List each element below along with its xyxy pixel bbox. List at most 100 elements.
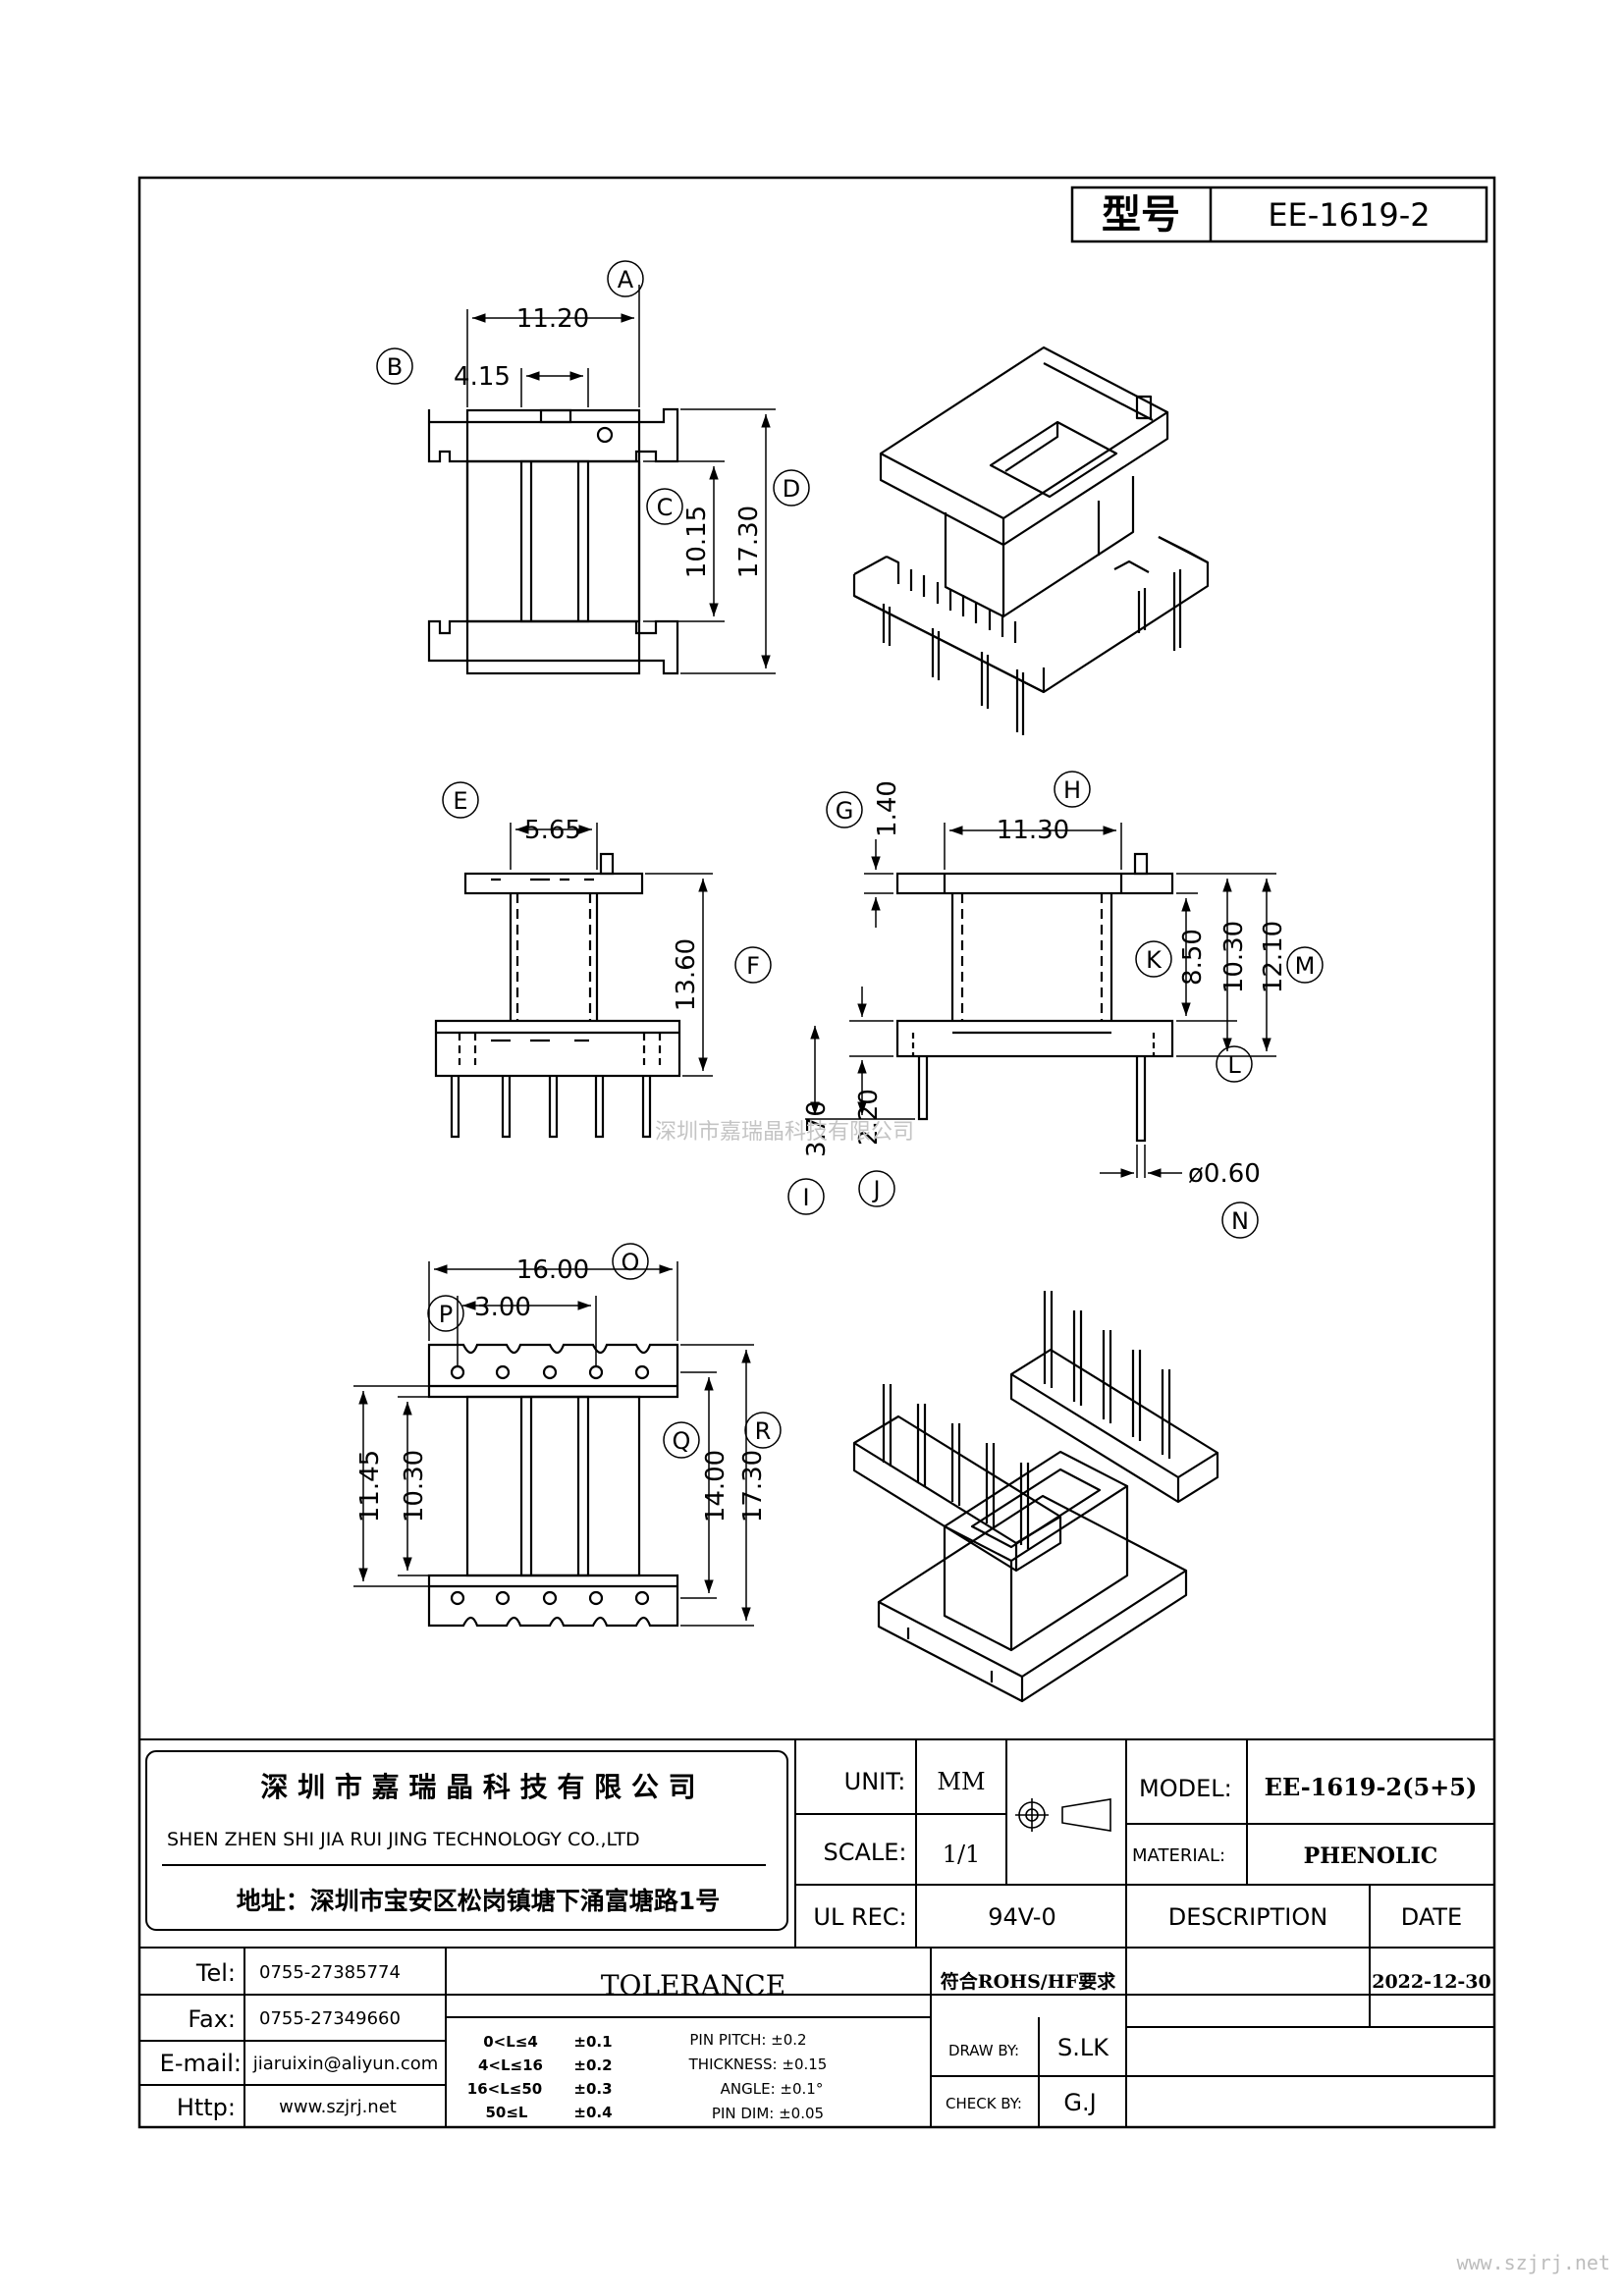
callout-R: R <box>755 1417 772 1445</box>
tel-label: Tel: <box>195 1959 236 1987</box>
header-model-label: 型号 <box>1102 192 1180 238</box>
dim-q-value: 14.00 <box>701 1450 730 1522</box>
thickness: THICKNESS: ±0.15 <box>688 2056 828 2073</box>
dim-f-value: 13.60 <box>672 938 701 1011</box>
material-label: MATERIAL: <box>1132 1845 1225 1866</box>
callout-C: C <box>657 494 674 521</box>
dim-i-value: 3.70 <box>802 1100 832 1157</box>
unit-label: UNIT: <box>844 1768 906 1795</box>
unit-value: MM <box>937 1768 985 1795</box>
callout-G: G <box>836 797 854 825</box>
scale-value: 1/1 <box>943 1841 981 1868</box>
isometric-view-top <box>852 346 1210 735</box>
dim-j-value: 2.20 <box>854 1089 884 1146</box>
side-view <box>895 852 1174 1143</box>
callout-letters: A B C D E F G H I J K L M N O P Q R <box>387 266 1316 1455</box>
front-view <box>434 852 681 1139</box>
isometric-view-bottom <box>852 1291 1219 1703</box>
front-view-dimensions <box>510 823 713 1077</box>
http-value: www.szjrj.net <box>279 2097 397 2117</box>
dim-g-value: 1.40 <box>873 780 902 837</box>
date-label: DATE <box>1401 1903 1462 1931</box>
callout-O: O <box>622 1249 640 1276</box>
dim-p-value: 3.00 <box>474 1293 531 1322</box>
scale-label: SCALE: <box>823 1839 906 1866</box>
dim-r-value: 17.30 <box>738 1450 768 1522</box>
tolerance-title: TOLERANCE <box>601 1969 785 2002</box>
dim-o-value: 16.00 <box>516 1255 589 1285</box>
callout-P: P <box>439 1301 453 1328</box>
callout-M: M <box>1295 952 1316 980</box>
header-model-value: EE-1619-2 <box>1268 196 1430 234</box>
tel-value: 0755-27385774 <box>259 1962 401 1983</box>
dim-c-value: 10.15 <box>682 506 712 578</box>
callout-K: K <box>1146 946 1163 974</box>
tol-range: 4<L≤16 <box>478 2056 543 2074</box>
angle: ANGLE: ±0.1° <box>721 2080 824 2098</box>
watermark-text: 深圳市嘉瑞晶科技有限公司 <box>655 1120 914 1145</box>
tol-range: 0<L≤4 <box>483 2033 538 2051</box>
company-name-en: SHEN ZHEN SHI JIA RUI JING TECHNOLOGY CO… <box>167 1829 640 1850</box>
material-value: PHENOLIC <box>1304 1843 1438 1869</box>
tol-value: ±0.4 <box>573 2104 612 2121</box>
http-label: Http: <box>177 2094 236 2121</box>
tol-range: 50≤L <box>485 2104 527 2121</box>
model-label: MODEL: <box>1139 1775 1232 1802</box>
callout-F: F <box>746 952 760 980</box>
fax-value: 0755-27349660 <box>259 2008 401 2029</box>
header-model-box: 型号 EE-1619-2 <box>1070 186 1488 243</box>
dim-k-value: 8.50 <box>1178 929 1208 986</box>
projection-symbol <box>1015 1798 1111 1832</box>
callout-H: H <box>1063 776 1081 804</box>
description-label: DESCRIPTION <box>1168 1903 1327 1931</box>
callout-A: A <box>618 266 634 294</box>
top-view <box>427 407 679 675</box>
dim-b-value: 4.15 <box>454 362 511 392</box>
dim-r1-value: 11.45 <box>355 1450 385 1522</box>
dim-e-value: 5.65 <box>524 816 581 845</box>
side-view-dimensions <box>805 823 1276 1178</box>
check-by-label: CHECK BY: <box>946 2095 1022 2112</box>
draw-by-value: S.LK <box>1057 2034 1109 2061</box>
title-block: 深 圳 市 嘉 瑞 晶 科 技 有 限 公 司 SHEN ZHEN SHI JI… <box>139 1738 1494 2128</box>
date-value: 2022-12-30 <box>1372 1971 1491 1993</box>
callout-D: D <box>783 475 800 503</box>
dim-h-value: 11.30 <box>997 816 1069 845</box>
company-address: 地址：深圳市宝安区松岗镇塘下涌富塘路1号 <box>237 1887 720 1915</box>
dim-a-value: 11.20 <box>516 304 589 334</box>
callout-I: I <box>802 1184 809 1211</box>
tolerance-table: 0<L≤4 ±0.1 4<L≤16 ±0.2 16<L≤50 ±0.3 50≤L… <box>467 2033 613 2121</box>
callout-L: L <box>1227 1051 1241 1079</box>
ul-rec-value: 94V-0 <box>988 1903 1055 1931</box>
ul-rec-label: UL REC: <box>813 1903 906 1931</box>
draw-by-label: DRAW BY: <box>948 2042 1019 2059</box>
tol-value: ±0.3 <box>573 2080 612 2098</box>
callout-E: E <box>453 787 467 815</box>
rohs-note: 符合ROHS/HF要求 <box>941 1970 1116 1993</box>
dim-m-value: 12.10 <box>1259 921 1288 993</box>
dim-d-value: 17.30 <box>734 506 764 578</box>
dim-n-value: ø0.60 <box>1188 1159 1261 1189</box>
callout-J: J <box>871 1176 880 1203</box>
tol-value: ±0.2 <box>573 2056 612 2074</box>
pin-pitch: PIN PITCH: ±0.2 <box>689 2031 806 2049</box>
email-label: E-mail: <box>160 2050 242 2077</box>
dim-l-value: 10.30 <box>1219 921 1249 993</box>
callout-Q: Q <box>673 1427 691 1455</box>
email-value: jiaruixin@aliyun.com <box>252 2054 439 2074</box>
tol-value: ±0.1 <box>573 2033 612 2051</box>
model-value: EE-1619-2(5+5) <box>1265 1773 1478 1801</box>
check-by-value: G.J <box>1063 2089 1096 2116</box>
callouts <box>376 260 1324 1459</box>
dim-r2-value: 10.30 <box>400 1450 429 1522</box>
top-view-dimensions <box>466 285 776 674</box>
tol-range: 16<L≤50 <box>467 2080 542 2098</box>
pin-dim: PIN DIM: ±0.05 <box>712 2105 824 2122</box>
bottom-view <box>427 1343 679 1628</box>
company-name-cn: 深 圳 市 嘉 瑞 晶 科 技 有 限 公 司 <box>260 1771 695 1803</box>
footer-url: www.szjrj.net <box>1456 2251 1610 2274</box>
callout-B: B <box>387 353 403 381</box>
fax-label: Fax: <box>188 2005 236 2033</box>
bottom-view-dimensions <box>353 1261 754 1627</box>
